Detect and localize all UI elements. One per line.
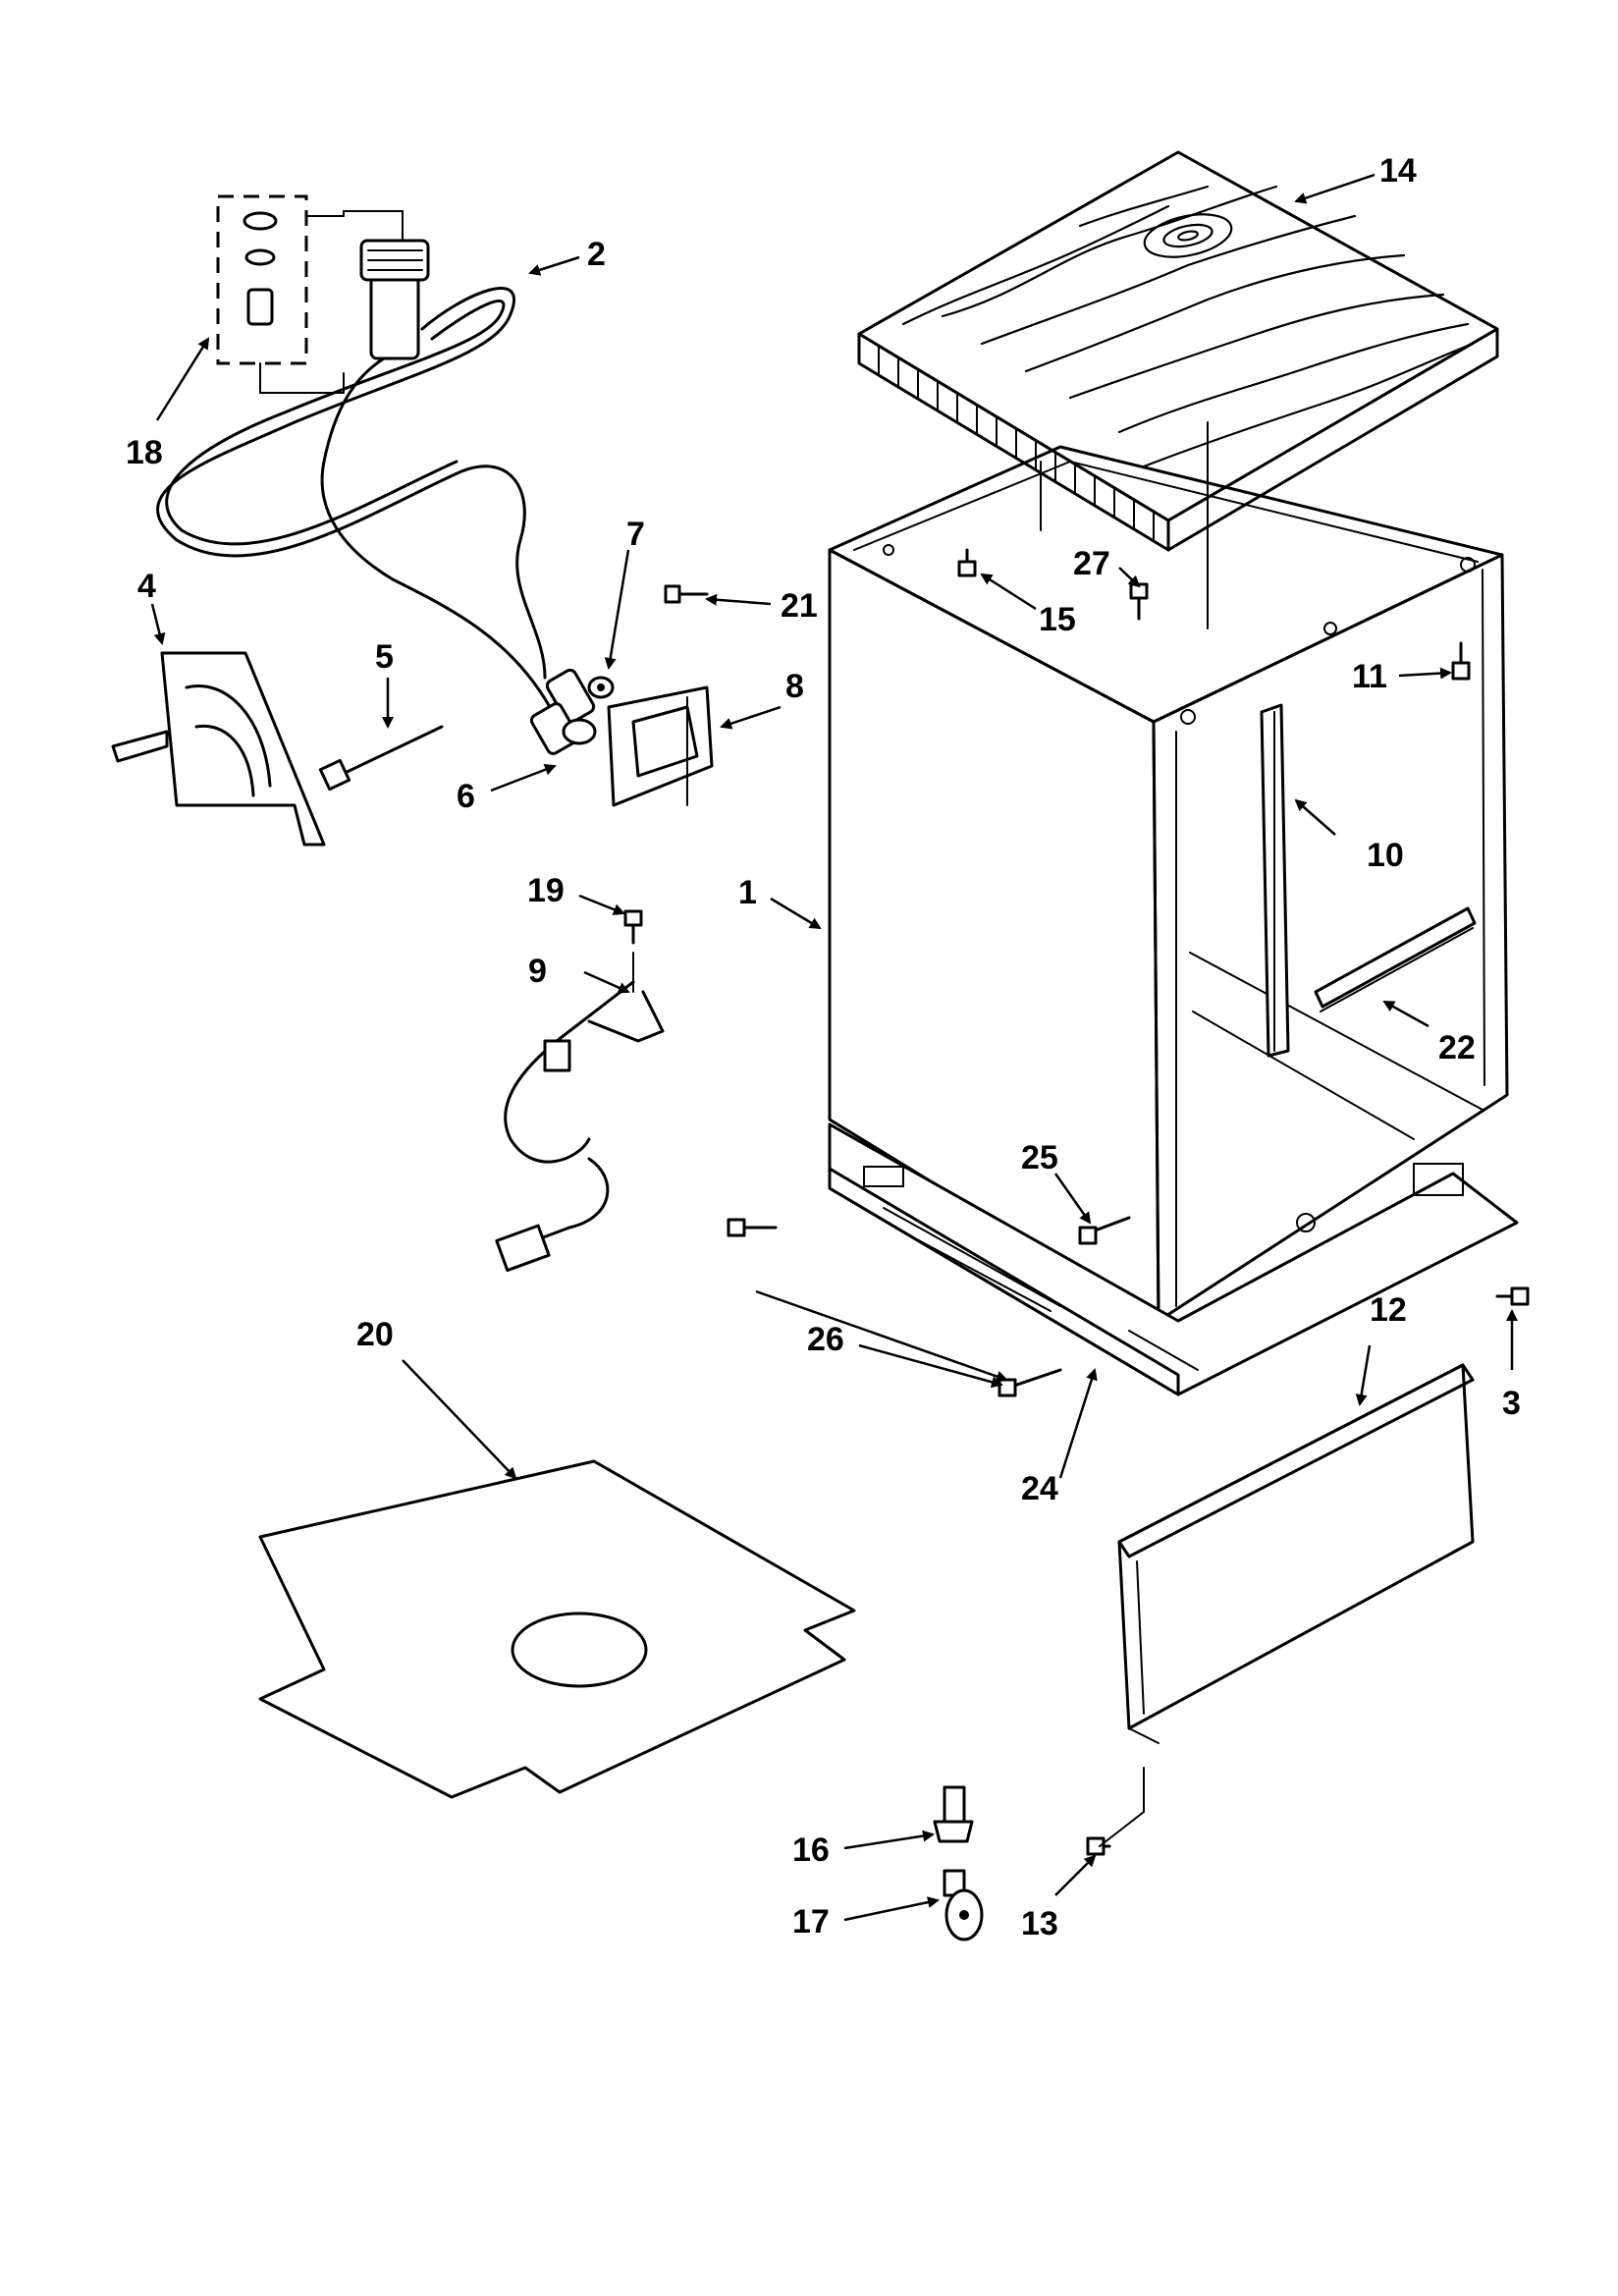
- power-cord-part-9: [495, 952, 665, 1273]
- callout-16: 16: [792, 1831, 830, 1869]
- callout-26: 26: [807, 1321, 844, 1358]
- callout-4: 4: [137, 568, 156, 605]
- callout-3: 3: [1502, 1385, 1521, 1422]
- callout-20: 20: [356, 1316, 394, 1353]
- callout-2: 2: [587, 236, 606, 273]
- callout-8: 8: [785, 668, 804, 705]
- callout-leaders: [150, 173, 1518, 1922]
- callout-6: 6: [457, 778, 475, 815]
- caster-parts-16-17: [933, 1785, 984, 1941]
- fitting-kit-part-18: [216, 194, 404, 394]
- hose-part-2: [156, 239, 596, 755]
- callout-10: 10: [1367, 837, 1404, 874]
- base-part-24: [828, 1122, 1519, 1396]
- callout-15: 15: [1039, 601, 1076, 638]
- clamp-part-6: [562, 718, 597, 745]
- callout-24: 24: [1021, 1470, 1058, 1507]
- callout-9: 9: [528, 953, 547, 990]
- callout-13: 13: [1021, 1905, 1058, 1942]
- callout-7: 7: [626, 516, 645, 553]
- callout-19: 19: [527, 872, 565, 909]
- callout-18: 18: [126, 434, 163, 471]
- washer-part-7: [587, 676, 615, 699]
- cabinet-part-1: [828, 421, 1509, 1323]
- callout-27: 27: [1073, 545, 1110, 582]
- callout-21: 21: [781, 587, 818, 625]
- edge-laminate-lines: [878, 345, 1155, 541]
- callout-1: 1: [738, 874, 757, 911]
- callout-14: 14: [1379, 152, 1417, 190]
- wood-top-part-14: [857, 150, 1499, 552]
- box-part-8: [607, 685, 714, 807]
- cable-tie-part-5: [318, 725, 444, 792]
- callout-22: 22: [1438, 1029, 1476, 1066]
- kick-panel-part-12: [1117, 1363, 1475, 1744]
- bracket-part-4: [111, 651, 326, 847]
- callout-labels: 14 2 18 4 5 6 7 8 21 15 27 11 10 22 1 19…: [126, 152, 1521, 1942]
- rail-part-10: [1260, 703, 1290, 1058]
- callout-11: 11: [1352, 658, 1387, 695]
- pad-part-20: [258, 1459, 856, 1799]
- callout-5: 5: [375, 638, 394, 676]
- callout-17: 17: [792, 1903, 830, 1941]
- callout-12: 12: [1370, 1291, 1407, 1329]
- wood-grain: [901, 185, 1475, 468]
- brace-part-22: [1314, 906, 1477, 1012]
- callout-25: 25: [1021, 1139, 1058, 1176]
